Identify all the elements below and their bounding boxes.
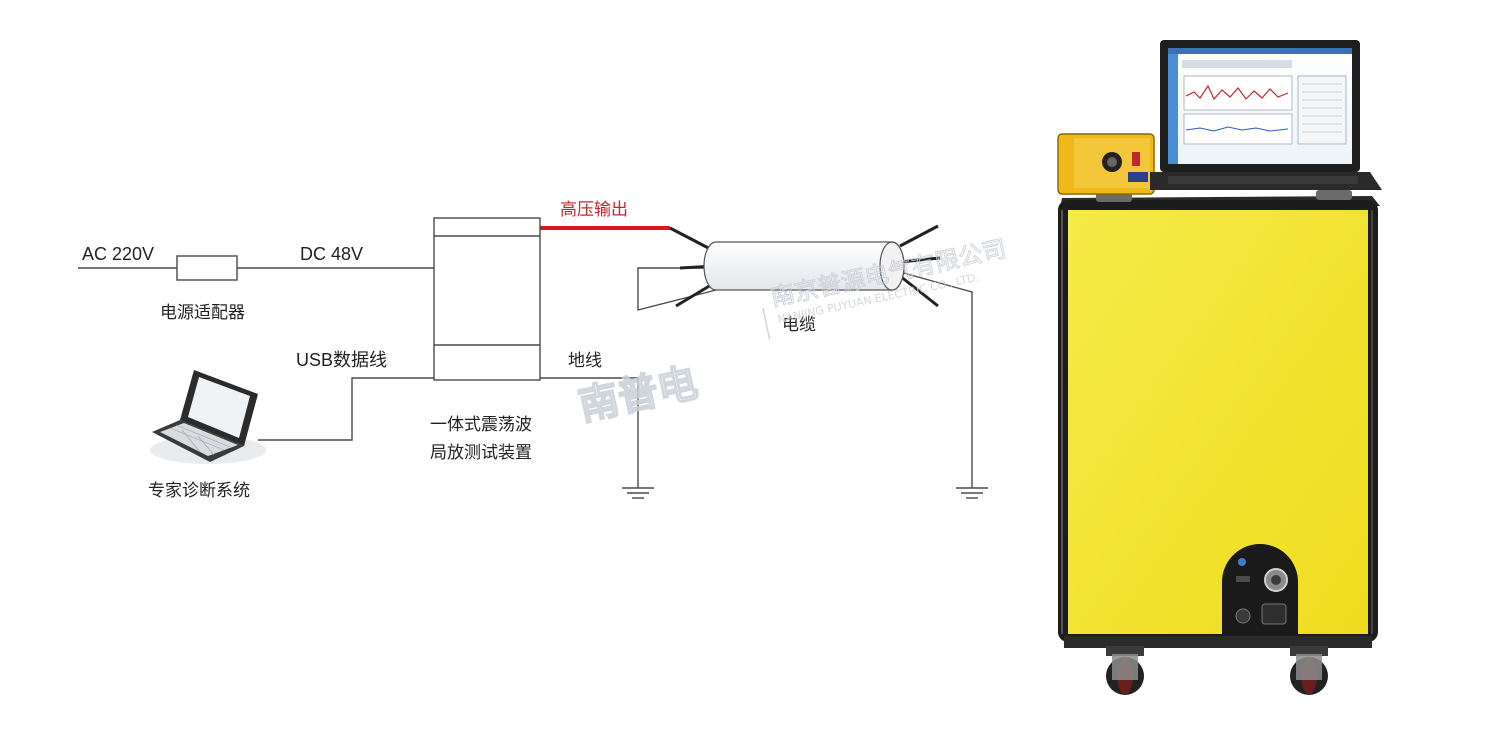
control-box — [1057, 133, 1155, 195]
test-device-block — [433, 217, 541, 381]
expert-system-label: 专家诊断系统 — [148, 481, 250, 501]
equipment-cabinet — [1057, 40, 1382, 695]
power-adapter-label: 电源适配器 — [160, 303, 245, 323]
laptop-icon — [150, 370, 266, 464]
laptop-on-cabinet — [1150, 40, 1382, 190]
wires — [78, 267, 973, 488]
device-label-line1: 一体式震荡波 — [430, 415, 532, 435]
cable-sheath-left-ground — [637, 267, 717, 311]
caster-right — [1290, 646, 1328, 695]
power-adapter-box — [176, 255, 238, 281]
usb-cable-label: USB数据线 — [296, 350, 387, 370]
ac-input-label: AC 220V — [82, 244, 154, 264]
device-label-line2: 局放测试装置 — [430, 443, 532, 463]
ground-symbol-right — [956, 487, 988, 499]
ground-wire-device — [540, 377, 639, 488]
hv-output-label: 高压输出 — [560, 200, 628, 220]
cable-label: 电缆 — [782, 315, 816, 335]
caster-left — [1106, 646, 1144, 695]
ground-symbol-left — [622, 487, 654, 499]
cable-drawing — [675, 224, 941, 308]
dc-output-label: DC 48V — [300, 244, 363, 264]
usb-wire — [258, 377, 434, 441]
cable-sheath-right-ground — [899, 271, 973, 488]
ground-wire-label: 地线 — [568, 351, 602, 371]
